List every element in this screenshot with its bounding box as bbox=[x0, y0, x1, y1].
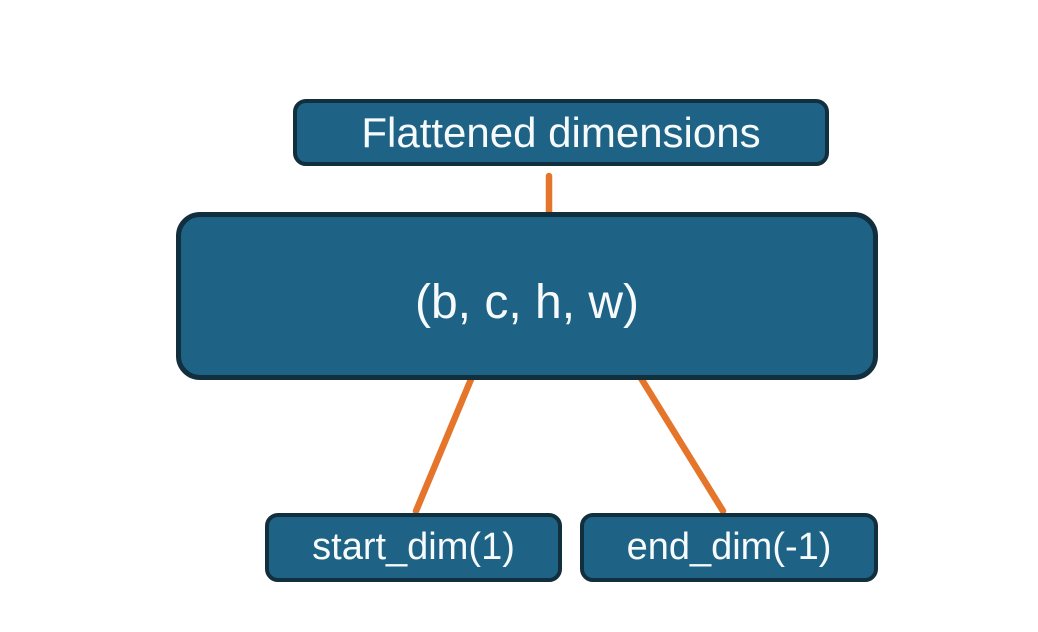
end-dim-label: end_dim(-1) bbox=[626, 526, 832, 568]
start-dim-box: start_dim(1) bbox=[265, 513, 562, 582]
flattened-dimensions-box: Flattened dimensions bbox=[293, 99, 829, 166]
flattened-dimensions-label: Flattened dimensions bbox=[361, 108, 761, 156]
start-dim-label: start_dim(1) bbox=[312, 526, 515, 568]
tensor-shape-box: (b, c, h, w) bbox=[176, 212, 878, 380]
end-dim-box: end_dim(-1) bbox=[580, 513, 878, 582]
tensor-shape-label: (b, c, h, w) bbox=[414, 275, 640, 329]
